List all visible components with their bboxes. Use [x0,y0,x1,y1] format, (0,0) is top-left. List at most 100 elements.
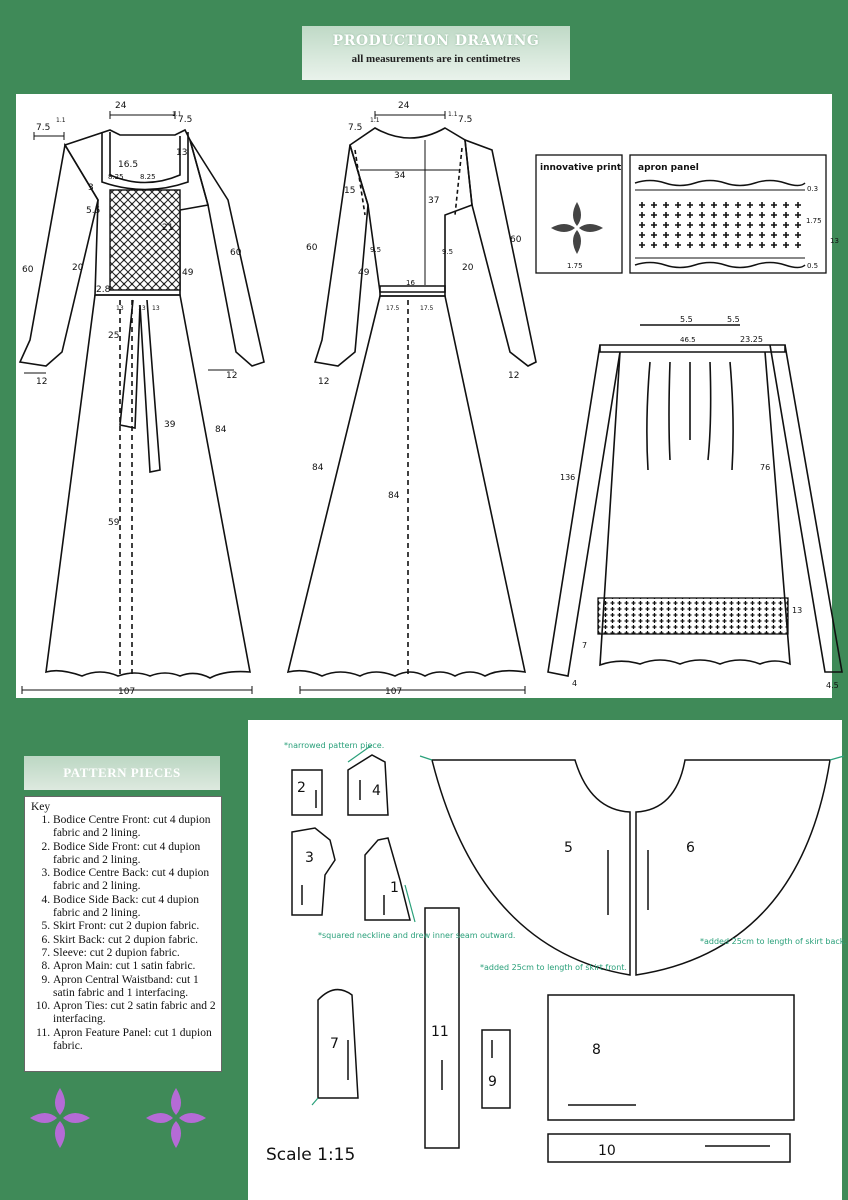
front-dim-label: 8.25 [108,173,124,181]
front-dim-label: 1.1 [172,111,182,118]
back-dim-label: 12 [508,371,519,381]
production-drawing-header: PRODUCTION DRAWING all measurements are … [302,26,570,80]
back-dimension-lines [299,111,526,694]
back-dim-label: 12 [318,377,329,387]
back-dim-label: 84 [312,463,324,473]
pattern-annotation: *added 25cm to length of skirt back. [700,937,847,946]
back-dim-label: 16 [406,279,415,287]
apron-body [599,351,791,667]
apron-panel-label: apron panel [638,163,699,173]
decorative-motif-icon [30,1088,90,1148]
pattern-alteration-lines [311,744,845,1106]
apron-panel-box: apron panel 0.3 1.75 13 0.5 [629,154,839,274]
front-skirt [45,294,251,679]
pattern-annotation: *added 25cm to length of skirt front. [480,963,627,972]
innovative-print-label: innovative print [540,163,622,173]
pattern-piece-number: 1 [390,880,399,896]
front-dim-label: 7.5 [36,123,50,133]
pattern-piece-2 [291,769,323,816]
front-dim-label: 2.8 [96,285,111,295]
front-dim-label: 49 [182,268,194,278]
back-dim-label: 15 [344,186,355,196]
key-legend: Key Bodice Centre Front: cut 4 dupion fa… [24,796,222,1072]
front-dim-label: 13 [176,148,187,158]
back-dim-label: 7.5 [348,123,362,133]
pattern-annotation: *squared neckline and drew inner seam ou… [318,931,515,940]
key-item: Skirt Front: cut 2 dupion fabric. [53,920,221,933]
front-right-sleeve [189,139,265,367]
key-item: Bodice Centre Front: cut 4 dupion fabric… [53,814,221,841]
front-dim-label: 39 [164,420,176,430]
pattern-piece-1 [364,837,411,921]
apron-dim-label: 136 [560,473,575,482]
back-dim-label: 49 [358,268,370,278]
pattern-pieces-heading: PATTERN PIECES [24,756,220,790]
pattern-piece-6 [635,759,831,976]
front-dress-drawing [18,128,265,679]
front-bodice [63,128,210,296]
apron-dim-label: 5.5 [680,315,693,324]
back-dim-label: 20 [462,263,474,273]
back-dress-drawing [286,127,537,677]
front-left-sleeve [18,142,99,367]
key-item: Bodice Centre Back: cut 4 dupion fabric … [53,867,221,894]
pattern-piece-number: 10 [598,1143,616,1159]
apron-dim-label: 76 [760,463,770,472]
pattern-piece-11 [424,907,460,1149]
pattern-piece-number: 3 [305,850,314,866]
back-right-sleeve [464,138,537,367]
back-dim-label: 1.1 [370,117,380,124]
pattern-piece-number: 8 [592,1042,601,1058]
back-dim-label: 34 [394,171,406,181]
key-item: Apron Feature Panel: cut 1 dupion fabric… [53,1027,221,1054]
apron-dim-label: 7 [582,641,587,650]
pattern-piece-number: 2 [297,780,306,796]
pattern-piece-9 [481,1029,511,1109]
front-dim-label: 21 [162,223,173,233]
key-item: Bodice Side Back: cut 4 dupion fabric an… [53,894,221,921]
apron-dim-label: 13 [792,606,802,615]
front-dim-label: 3 [88,183,94,193]
front-laced-panel [109,189,181,291]
page-subtitle: all measurements are in centimetres [351,53,521,65]
back-dim-label: 37 [428,196,439,206]
pattern-piece-number: 4 [372,783,381,799]
back-skirt [286,295,527,677]
back-dim-label: 9.5 [442,248,453,256]
front-dim-label: 16.5 [118,160,138,170]
back-dim-label: 107 [385,687,402,697]
pattern-piece-5 [431,759,631,976]
apron-panel-dim: 13 [830,237,839,245]
apron-dim-label: 4 [572,679,577,688]
back-dim-label: 60 [306,243,318,253]
apron-dim-label: 46.5 [680,336,696,344]
page-title: PRODUCTION DRAWING [332,33,540,49]
pattern-piece-3 [291,827,336,916]
key-title: Key [31,801,51,813]
front-ties [119,299,161,473]
front-dim-label: 13 [152,305,160,312]
pattern-piece-number: 6 [686,840,695,856]
pattern-pieces-drawing [291,754,831,1163]
apron-waistband [599,344,786,353]
key-list: Bodice Centre Front: cut 4 dupion fabric… [25,814,221,1053]
pattern-piece-number: 7 [330,1036,339,1052]
pattern-piece-10 [547,1133,791,1163]
front-dim-label: 12 [226,371,237,381]
apron-panel-dim: 0.3 [807,185,818,193]
front-dim-label: 60 [230,248,242,258]
front-dim-label: 20 [72,263,84,273]
front-dim-label: 1.1 [56,117,66,124]
apron-left-tie [547,344,621,677]
apron-drawing [547,324,843,677]
pattern-piece-4 [347,754,389,816]
print-motif-icon [551,202,603,254]
front-dimension-lines [21,111,253,694]
innovative-print-box: innovative print 1.75 [535,154,623,274]
back-dim-label: 24 [398,101,410,111]
back-dim-label: 84 [388,491,400,501]
apron-panel-dim: 0.5 [807,262,818,270]
pattern-annotation: *narrowed pattern piece. [284,741,384,750]
pattern-piece-number: 5 [564,840,573,856]
back-dim-label: 9.5 [370,246,381,254]
